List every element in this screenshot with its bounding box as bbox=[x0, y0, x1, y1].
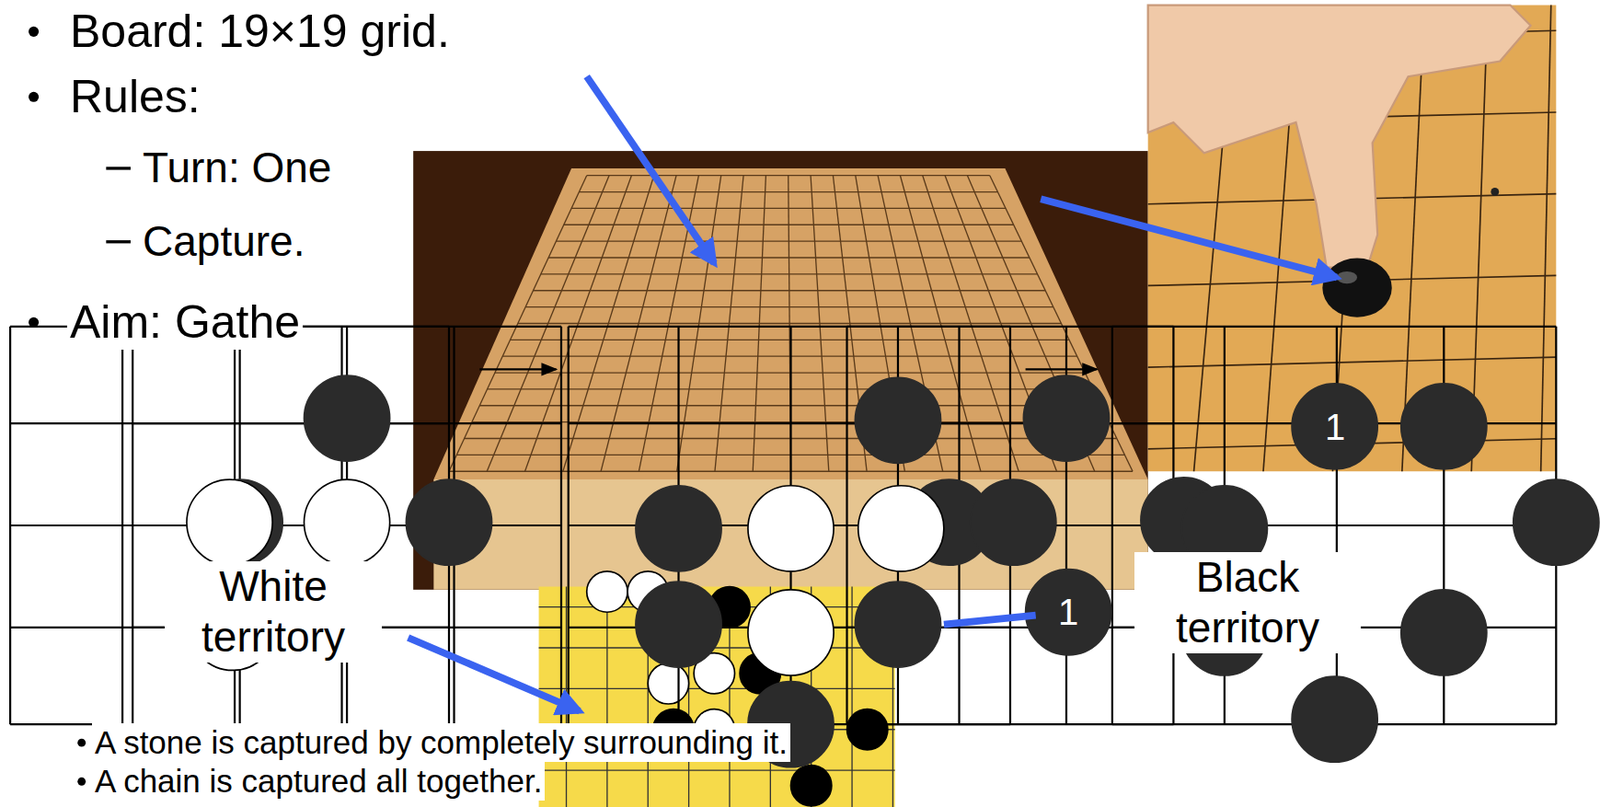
pointer-arrow bbox=[408, 637, 580, 712]
go-grid bbox=[10, 326, 449, 725]
bullet bbox=[28, 26, 39, 37]
sequence-arrow bbox=[1025, 368, 1098, 370]
black-stone bbox=[303, 375, 390, 461]
white-stone bbox=[186, 479, 273, 565]
go-grid bbox=[568, 326, 1011, 725]
black-stone bbox=[635, 581, 722, 668]
hand-photo bbox=[1148, 5, 1557, 472]
bullet-text: Board: 19×19 grid. bbox=[67, 3, 453, 59]
territory-label: White territory bbox=[164, 561, 382, 663]
note-text: A stone is captured by completely surrou… bbox=[92, 723, 791, 762]
black-stone bbox=[970, 479, 1057, 565]
sub-bullet-text: Turn: One bbox=[139, 142, 334, 194]
black-stone bbox=[1513, 479, 1600, 565]
white-stone bbox=[748, 589, 834, 676]
photo-stone bbox=[847, 709, 888, 750]
pointer-arrow bbox=[587, 76, 715, 264]
bullet-text: Aim: Gathe bbox=[67, 294, 303, 350]
black-stone bbox=[1401, 589, 1487, 676]
black-stone bbox=[635, 485, 722, 572]
callout-number: 1 bbox=[1058, 589, 1079, 634]
photo-stone bbox=[587, 571, 628, 612]
bullet bbox=[77, 777, 86, 786]
white-stone bbox=[858, 485, 944, 572]
bullet-text: Rules: bbox=[67, 69, 204, 125]
pointer-line bbox=[943, 615, 1036, 625]
photo-stone bbox=[791, 765, 832, 806]
bullet bbox=[28, 317, 39, 328]
board-photo bbox=[413, 150, 1149, 590]
go-grid bbox=[1112, 326, 1556, 725]
pointer-arrow bbox=[1040, 198, 1337, 277]
black-stone bbox=[854, 377, 941, 463]
white-stone bbox=[303, 479, 390, 565]
white-stone bbox=[748, 485, 834, 572]
note-text: A chain is captured all together. bbox=[92, 761, 545, 801]
black-stone bbox=[1291, 383, 1378, 470]
sub-bullet-text: Capture. bbox=[139, 216, 308, 267]
black-stone bbox=[405, 479, 492, 565]
black-stone bbox=[1401, 383, 1487, 470]
callout-number: 1 bbox=[1324, 404, 1346, 449]
small-board-photo bbox=[539, 571, 896, 807]
bullet bbox=[77, 738, 86, 748]
photo-stone bbox=[647, 663, 689, 704]
territory-label: Black territory bbox=[1134, 552, 1361, 654]
black-stone bbox=[1023, 375, 1109, 461]
bullet bbox=[28, 92, 39, 103]
black-stone bbox=[854, 581, 941, 668]
dash bbox=[105, 166, 131, 170]
black-stone bbox=[1291, 676, 1378, 762]
black-stone bbox=[1025, 569, 1112, 656]
sequence-arrow bbox=[479, 368, 556, 370]
dash bbox=[105, 240, 131, 243]
go-grid bbox=[132, 326, 562, 725]
